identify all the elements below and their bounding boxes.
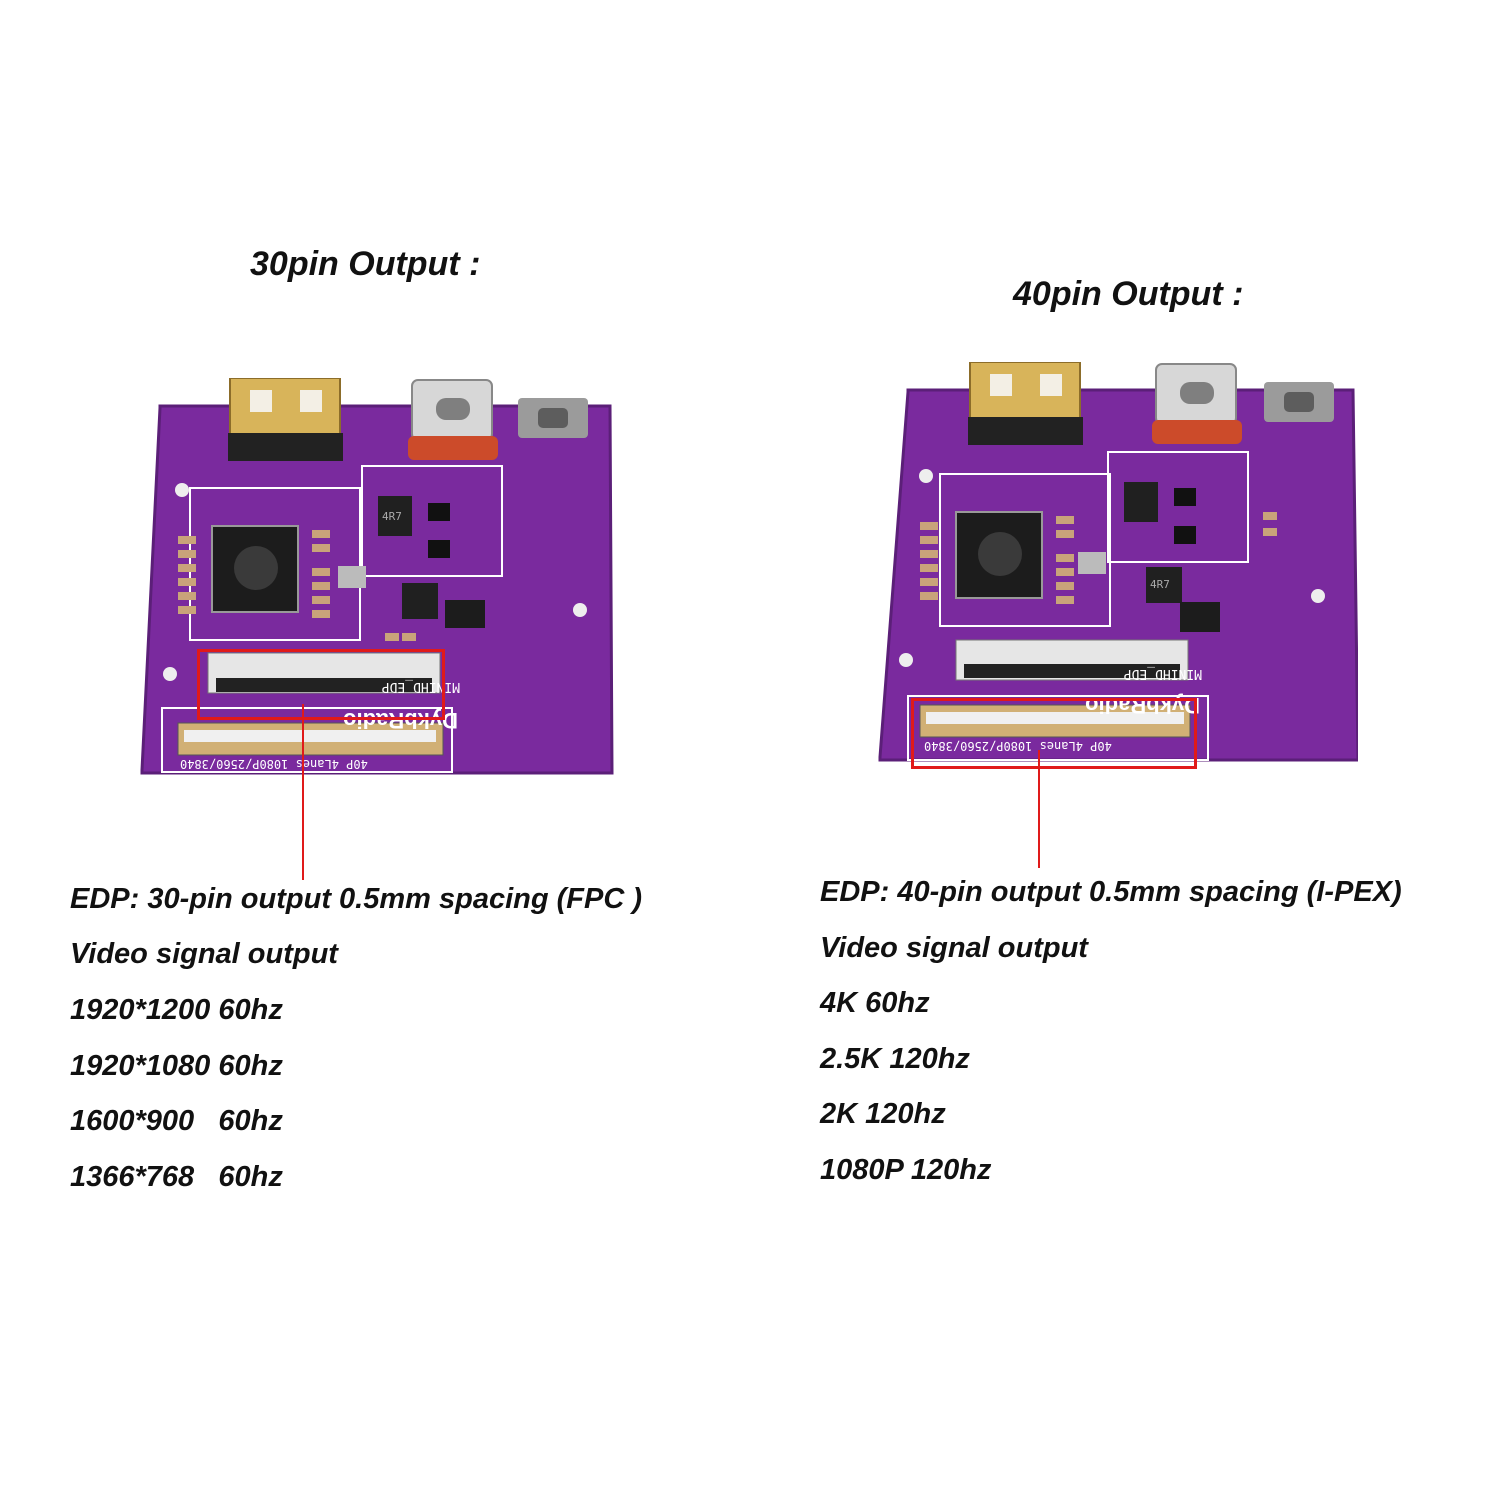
left-spec-4: 1600*900 60hz: [70, 1105, 283, 1137]
right-pointer-line: [1038, 750, 1040, 868]
left-connector-label: 40P 4Lanes 1080P/2560/3840: [180, 757, 368, 771]
left-brand-text: DykbRadio: [343, 708, 458, 733]
left-heading: 30pin Output :: [250, 245, 481, 283]
right-spec-4: 2K 120hz: [820, 1098, 946, 1130]
left-pointer-line: [302, 704, 304, 880]
left-spec-1: Video signal output: [70, 938, 338, 970]
left-board-photo: 4R7 40P 4Lanes 1080P/2560/3840 DykbRadio…: [140, 378, 614, 775]
right-spec-0: EDP: 40-pin output 0.5mm spacing (I-PEX): [820, 876, 1402, 908]
right-heading: 40pin Output :: [1013, 275, 1244, 313]
right-spec-2: 4K 60hz: [820, 987, 930, 1019]
right-connector-label: 40P 4Lanes 1080P/2560/3840: [924, 739, 1112, 753]
right-board-photo: 4R7 40P 4Lanes 1080P/2560/3840 DykbRadio…: [878, 362, 1358, 762]
left-model-text: MINIHD_EDP: [382, 679, 460, 694]
left-spec-5: 1366*768 60hz: [70, 1161, 283, 1193]
left-spec-3: 1920*1080 60hz: [70, 1050, 283, 1082]
left-highlight-box: [197, 649, 445, 720]
right-inductor-label: 4R7: [1150, 578, 1170, 591]
left-inductor-label: 4R7: [382, 510, 402, 523]
right-highlight-box: [911, 698, 1197, 769]
left-spec-0: EDP: 30-pin output 0.5mm spacing (FPC ): [70, 883, 642, 915]
right-spec-5: 1080P 120hz: [820, 1154, 992, 1186]
left-spec-2: 1920*1200 60hz: [70, 994, 283, 1026]
right-brand-text: DykbRadio: [1085, 693, 1200, 718]
right-spec-1: Video signal output: [820, 932, 1088, 964]
right-spec-3: 2.5K 120hz: [820, 1043, 970, 1075]
right-model-text: MINIHD_EDP: [1124, 666, 1202, 681]
